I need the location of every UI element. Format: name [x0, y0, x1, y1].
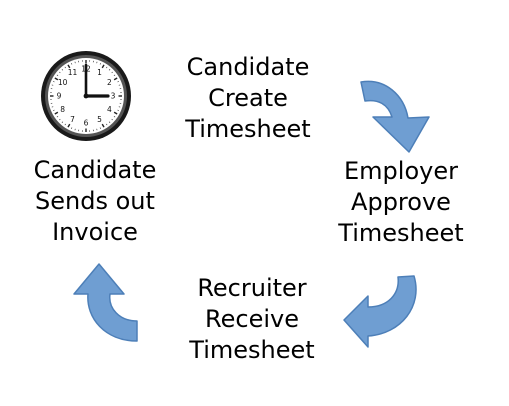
clock-numeral: 8 [60, 105, 65, 114]
clock-minor-tick [52, 81, 55, 83]
clock-minor-tick [56, 116, 59, 118]
clock-minor-tick [111, 118, 113, 121]
clock-minor-tick [71, 127, 73, 130]
curved-arrow-up-icon [73, 263, 138, 342]
step-recruiter-receive-timesheet: Recruiter Receive Timesheet [172, 273, 332, 366]
clock-numeral: 9 [57, 92, 62, 101]
clock-numeral: 7 [70, 115, 75, 124]
step-candidate-create-timesheet: Candidate Create Timesheet [168, 52, 328, 145]
step-1-line-2: Create [208, 84, 288, 112]
step-4-line-3: Invoice [52, 218, 138, 246]
clock-minor-tick [59, 71, 61, 74]
clock-numeral: 6 [84, 119, 89, 128]
clock-icon: 121234567891011 [41, 51, 131, 141]
step-employer-approve-timesheet: Employer Approve Timesheet [326, 156, 476, 249]
clock-major-tick [67, 64, 71, 69]
curved-arrow-down-icon [360, 80, 430, 153]
clock-major-tick [54, 111, 59, 115]
clock-numeral: 5 [97, 115, 102, 124]
step-3-line-1: Recruiter [197, 274, 307, 302]
clock-hands [83, 63, 110, 99]
step-4-line-2: Sends out [35, 187, 155, 215]
clock-minor-tick [61, 69, 64, 71]
clock-minor-tick [117, 109, 120, 111]
clock-minor-tick [56, 74, 59, 76]
clock-center-pin [83, 93, 89, 99]
clock-minor-tick [71, 62, 73, 65]
step-3-line-3: Timesheet [189, 336, 315, 364]
clock-numeral: 2 [107, 78, 112, 87]
step-2-line-2: Approve [351, 188, 451, 216]
step-3-line-2: Receive [205, 305, 299, 333]
clock-major-tick [113, 77, 118, 81]
clock-minor-tick [113, 116, 116, 118]
clock-minor-tick [61, 121, 64, 123]
clock-minor-tick [52, 109, 55, 111]
clock-major-tick [113, 111, 118, 115]
clock-ticks [50, 60, 122, 132]
clock-minor-tick [99, 127, 101, 130]
step-candidate-sends-invoice: Candidate Sends out Invoice [20, 155, 170, 248]
clock-numeral: 3 [111, 92, 116, 101]
clock-minor-tick [106, 66, 108, 69]
clock-minor-tick [117, 81, 120, 83]
clock-numeral: 4 [107, 105, 112, 114]
clock-minor-tick [113, 74, 116, 76]
step-1-line-3: Timesheet [185, 115, 311, 143]
clock-minor-tick [106, 123, 108, 126]
curved-arrow-left-icon [343, 275, 417, 348]
clock-numeral: 1 [97, 68, 102, 77]
clock-numeral: 10 [58, 78, 68, 87]
clock-numeral: 11 [68, 68, 78, 77]
clock-minor-tick [64, 66, 66, 69]
step-2-line-1: Employer [344, 157, 458, 185]
step-2-line-3: Timesheet [338, 219, 464, 247]
step-1-line-1: Candidate [186, 53, 310, 81]
step-4-line-1: Candidate [33, 156, 157, 184]
clock-major-tick [54, 77, 59, 81]
clock-minor-tick [99, 62, 101, 65]
clock-major-tick [67, 123, 71, 128]
clock-major-tick [101, 64, 105, 69]
clock-major-tick [101, 123, 105, 128]
clock-minor-tick [64, 123, 66, 126]
clock-minor-tick [108, 69, 111, 71]
clock-minor-tick [59, 118, 61, 121]
clock-minor-tick [111, 71, 113, 74]
clock-minor-tick [108, 121, 111, 123]
